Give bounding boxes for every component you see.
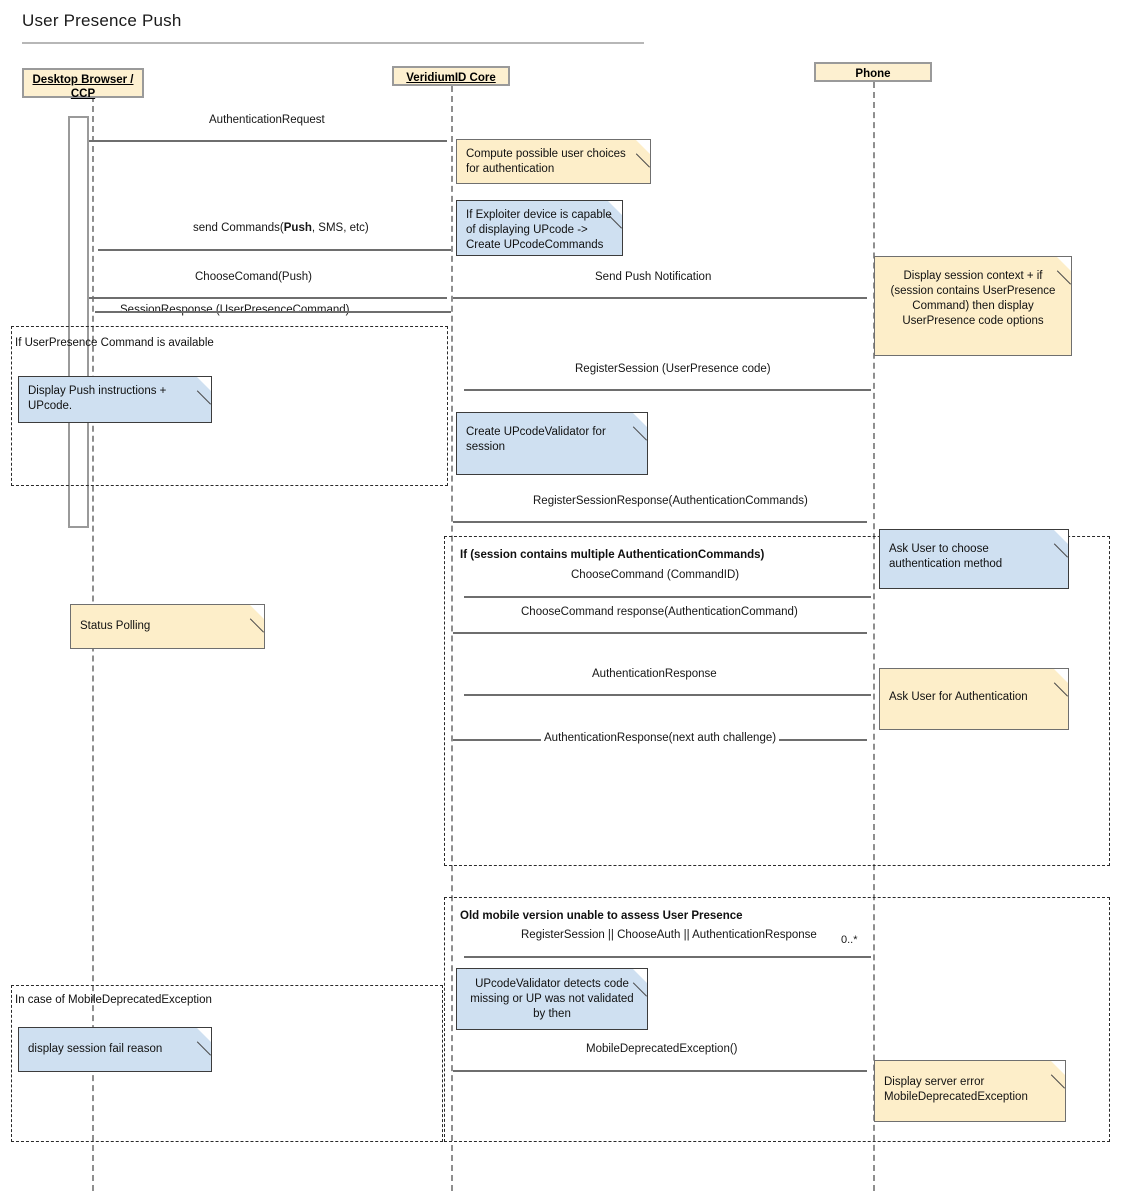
note-display-session-fail-reason: display session fail reason: [18, 1027, 212, 1072]
message-label-session-response: SessionResponse (UserPresenceCommand): [117, 304, 353, 317]
note-fold-icon: [633, 969, 647, 983]
note-exploiter-device-upcode: If Exploiter device is capable of displa…: [456, 200, 623, 256]
note-text: UPcodeValidator detects code missing or …: [470, 978, 634, 1020]
note-fold-icon: [633, 413, 647, 427]
note-text: Ask User to choose authentication method: [889, 543, 1003, 570]
fragment-in-case-mobile-deprecated: [11, 985, 443, 1142]
lifeline-label-phone: Phone: [855, 68, 891, 80]
lifeline-label-core: VeridiumID Core: [406, 72, 496, 84]
fragment-label-multiple-auth-commands: If (session contains multiple Authentica…: [460, 549, 765, 561]
note-text: Status Polling: [80, 620, 151, 632]
message-multiplicity-0-star: 0..*: [841, 934, 858, 946]
lifeline-line-phone: [873, 82, 875, 1191]
message-label-register-session-response: RegisterSessionResponse(AuthenticationCo…: [530, 495, 811, 508]
message-line-choose-comand-push: [89, 297, 447, 299]
note-text: Display server error MobileDeprecatedExc…: [884, 1076, 1028, 1103]
note-text: Create UPcodeValidator for session: [466, 426, 606, 453]
note-fold-icon: [250, 605, 264, 619]
note-create-upcode-validator: Create UPcodeValidator for session: [456, 412, 648, 475]
note-upcode-validator-detects: UPcodeValidator detects code missing or …: [456, 968, 648, 1030]
note-fold-icon: [197, 377, 211, 391]
note-text: Display session context + if (session co…: [890, 270, 1056, 327]
title-divider: [22, 42, 644, 44]
message-label-choose-command-response: ChooseCommand response(AuthenticationCom…: [518, 606, 801, 619]
note-display-session-context: Display session context + if (session co…: [874, 256, 1072, 356]
note-fold-icon: [1057, 257, 1071, 271]
message-line-mobile-deprecated-exception: [453, 1070, 867, 1072]
note-text: Compute possible user choices for authen…: [466, 148, 626, 175]
page-title: User Presence Push: [22, 11, 182, 30]
message-label-send-commands: send Commands(Push, SMS, etc): [190, 222, 372, 235]
message-line-send-commands: [98, 249, 451, 251]
note-ask-user-choose-method: Ask User to choose authentication method: [879, 529, 1069, 589]
note-fold-icon: [1054, 669, 1068, 683]
lifeline-label-browser-line1: Desktop Browser /: [32, 74, 134, 86]
lifeline-line-core: [451, 86, 453, 1191]
message-line-choose-command-id: [464, 596, 871, 598]
message-label-send-commands-post: , SMS, etc): [311, 222, 369, 234]
message-line-register-session: [464, 389, 871, 391]
activation-bar-browser: [68, 116, 89, 528]
note-fold-icon: [1051, 1061, 1065, 1075]
note-text: Display Push instructions + UPcode.: [28, 385, 167, 412]
message-line-register-choose-auth-response: [464, 956, 871, 958]
note-ask-user-authentication: Ask User for Authentication: [879, 668, 1069, 730]
message-line-authentication-response: [464, 694, 871, 696]
message-line-choose-command-response: [453, 632, 867, 634]
message-label-choose-command-id: ChooseCommand (CommandID): [568, 569, 743, 582]
message-label-choose-comand-push: ChooseComand(Push): [192, 271, 315, 284]
message-label-send-commands-pre: send Commands(: [193, 222, 284, 234]
fragment-label-in-case-mobile-deprecated: In case of MobileDeprecatedException: [15, 994, 212, 1006]
lifeline-label-browser-line2: CCP: [70, 88, 96, 100]
note-status-polling: Status Polling: [70, 604, 265, 649]
fragment-label-userpresence-available: If UserPresence Command is available: [15, 337, 214, 349]
note-fold-icon: [197, 1028, 211, 1042]
fragment-label-old-mobile-version: Old mobile version unable to assess User…: [460, 910, 743, 922]
message-line-send-push-notification: [453, 297, 867, 299]
message-label-authentication-request: AuthenticationRequest: [206, 114, 328, 127]
fragment-multiple-auth-commands: [444, 536, 1110, 866]
lifeline-phone[interactable]: Phone: [814, 62, 932, 82]
lifeline-desktop-browser-ccp[interactable]: Desktop Browser / CCP: [22, 68, 144, 100]
message-label-send-push-notification: Send Push Notification: [592, 271, 715, 284]
message-label-register-session: RegisterSession (UserPresence code): [572, 363, 774, 376]
fragment-userpresence-available: [11, 326, 448, 486]
note-text: display session fail reason: [28, 1043, 163, 1055]
fragment-old-mobile-version: [444, 897, 1110, 1142]
note-fold-icon: [1054, 530, 1068, 544]
note-display-push-instructions: Display Push instructions + UPcode.: [18, 376, 212, 423]
message-line-session-response: [95, 311, 451, 313]
message-label-register-choose-auth-response: RegisterSession || ChooseAuth || Authent…: [518, 929, 820, 942]
message-line-register-session-response: [453, 521, 867, 523]
message-label-mobile-deprecated-exception: MobileDeprecatedException(): [583, 1043, 741, 1056]
note-fold-icon: [608, 201, 622, 215]
message-label-authentication-response: AuthenticationResponse: [589, 668, 720, 681]
note-display-server-error: Display server error MobileDeprecatedExc…: [874, 1060, 1066, 1122]
lifeline-veridiumid-core[interactable]: VeridiumID Core: [392, 66, 510, 86]
message-label-auth-response-next-challenge: AuthenticationResponse(next auth challen…: [541, 732, 780, 745]
note-fold-icon: [636, 140, 650, 154]
note-text: If Exploiter device is capable of displa…: [466, 209, 612, 251]
note-text: Ask User for Authentication: [889, 691, 1028, 703]
message-label-send-commands-bold: Push: [283, 222, 312, 234]
note-compute-user-choices: Compute possible user choices for authen…: [456, 139, 651, 184]
message-line-authentication-request: [89, 140, 447, 142]
